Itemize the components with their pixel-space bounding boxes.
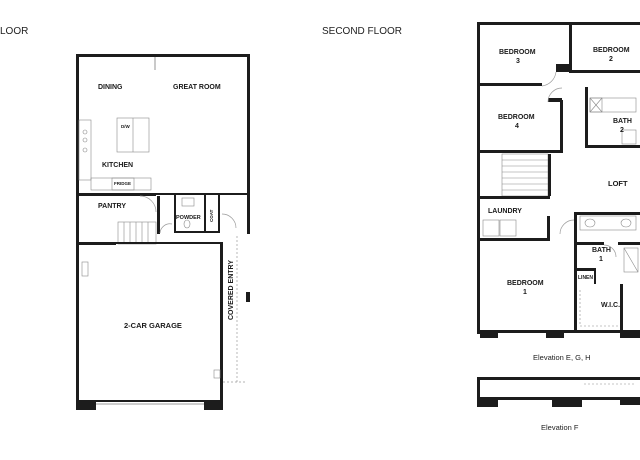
room-label-garage: 2-CAR GARAGE — [124, 321, 182, 330]
room-label-great-room: GREAT ROOM — [173, 84, 221, 91]
room-label-bedroom-1-number: 1 — [523, 289, 527, 296]
label-fridge: FRIDGE — [114, 181, 131, 186]
first-floor-plan: DINING GREAT ROOM D/W KITCHEN FRIDGE PAN… — [76, 54, 250, 410]
room-label-bedroom-3: BEDROOM — [499, 49, 536, 56]
room-label-pantry: PANTRY — [98, 203, 126, 210]
room-label-kitchen: KITCHEN — [102, 162, 133, 169]
room-label-wic: W.I.C. — [601, 302, 620, 309]
label-dw: D/W — [121, 124, 131, 129]
room-label-dining: DINING — [98, 84, 123, 91]
room-label-covered-entry: COVERED ENTRY — [228, 260, 235, 320]
room-label-bath-2: BATH — [613, 118, 632, 125]
second-floor-plan: BEDROOM 3 BEDROOM 2 BEDROOM 4 BATH 2 LOF… — [477, 22, 640, 432]
elevation-f-caption: Elevation F — [541, 423, 579, 432]
first-floor-header: LOOR — [0, 26, 28, 37]
second-floor-header: SECOND FLOOR — [322, 26, 402, 37]
room-label-bath-2-number: 2 — [620, 127, 624, 134]
room-label-bedroom-4: BEDROOM — [498, 114, 535, 121]
room-label-bedroom-2: BEDROOM — [593, 47, 630, 54]
room-label-loft: LOFT — [608, 179, 628, 188]
room-label-bedroom-3-number: 3 — [516, 58, 520, 65]
room-label-powder: POWDER — [176, 215, 201, 221]
room-label-bath-1: BATH — [592, 247, 611, 254]
room-label-bath-1-number: 1 — [599, 256, 603, 263]
room-label-coat: COAT — [209, 209, 214, 222]
room-label-linen: LINEN — [578, 275, 593, 281]
room-label-laundry: LAUNDRY — [488, 208, 522, 215]
room-label-bedroom-4-number: 4 — [515, 123, 519, 130]
room-label-bedroom-2-number: 2 — [609, 56, 613, 63]
elevation-egh-caption: Elevation E, G, H — [533, 353, 591, 362]
room-label-bedroom-1: BEDROOM — [507, 280, 544, 287]
